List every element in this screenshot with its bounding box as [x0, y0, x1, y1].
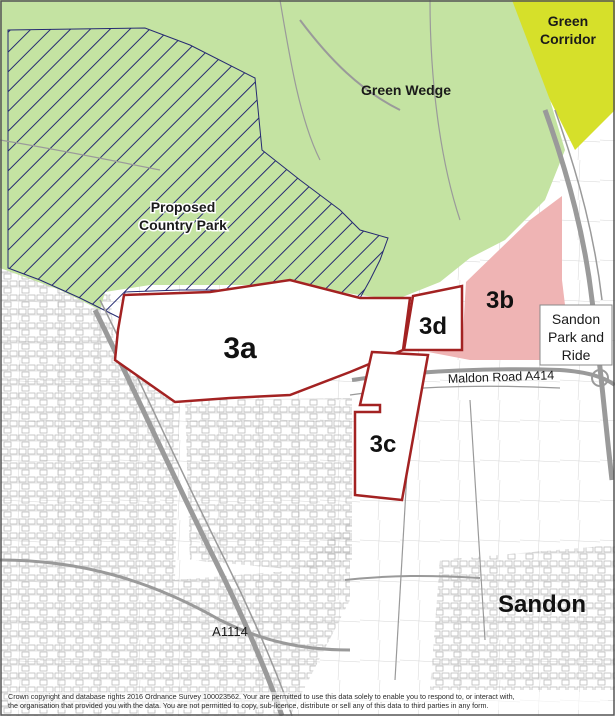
copyright-line-1: Crown copyright and database rights 2016…	[8, 692, 515, 701]
green-wedge-label: Green Wedge	[361, 82, 451, 98]
green-corridor-label-1: Green	[548, 13, 588, 29]
a12-road	[542, 109, 615, 481]
map-labels: Green Corridor Green Wedge Proposed Coun…	[138, 13, 604, 639]
park-and-ride-box	[539, 304, 613, 366]
site-3c-label: 3c	[370, 431, 397, 458]
green-corridor-area	[512, 0, 615, 150]
park-ride-label-2: Park and	[548, 329, 604, 345]
site-3d-boundary	[402, 284, 464, 352]
great-baddow-housing-area	[185, 398, 352, 570]
country-park-label-2: Country Park	[139, 217, 227, 233]
proposed-country-park-area	[7, 27, 389, 319]
country-park-label-1: Proposed	[151, 199, 216, 215]
chelmsford-housing-area	[0, 265, 350, 716]
a1114-label: A1114	[212, 624, 248, 639]
site-3b-label: 3b	[486, 287, 514, 314]
park-ride-label-3: Ride	[562, 347, 591, 363]
maldon-road-label: Maldon Road A414	[448, 368, 555, 386]
sandon-village-housing	[430, 545, 615, 690]
copyright-notice: Crown copyright and database rights 2016…	[8, 692, 608, 710]
site-3a-boundary	[113, 278, 412, 404]
sandon-roundabout	[591, 369, 609, 387]
site-3d-label: 3d	[419, 313, 447, 340]
copyright-line-2: the organisation that provided you with …	[8, 701, 489, 710]
site-3a-label: 3a	[223, 332, 257, 365]
site-3b-area	[428, 196, 565, 360]
a1114-road	[0, 558, 351, 652]
park-ride-label-1: Sandon	[552, 311, 600, 327]
site-boundaries	[113, 278, 464, 502]
railway-line	[92, 308, 285, 716]
sandon-label: Sandon	[498, 591, 586, 618]
site-3c-boundary	[353, 350, 430, 502]
green-corridor-label-2: Corridor	[540, 31, 597, 47]
